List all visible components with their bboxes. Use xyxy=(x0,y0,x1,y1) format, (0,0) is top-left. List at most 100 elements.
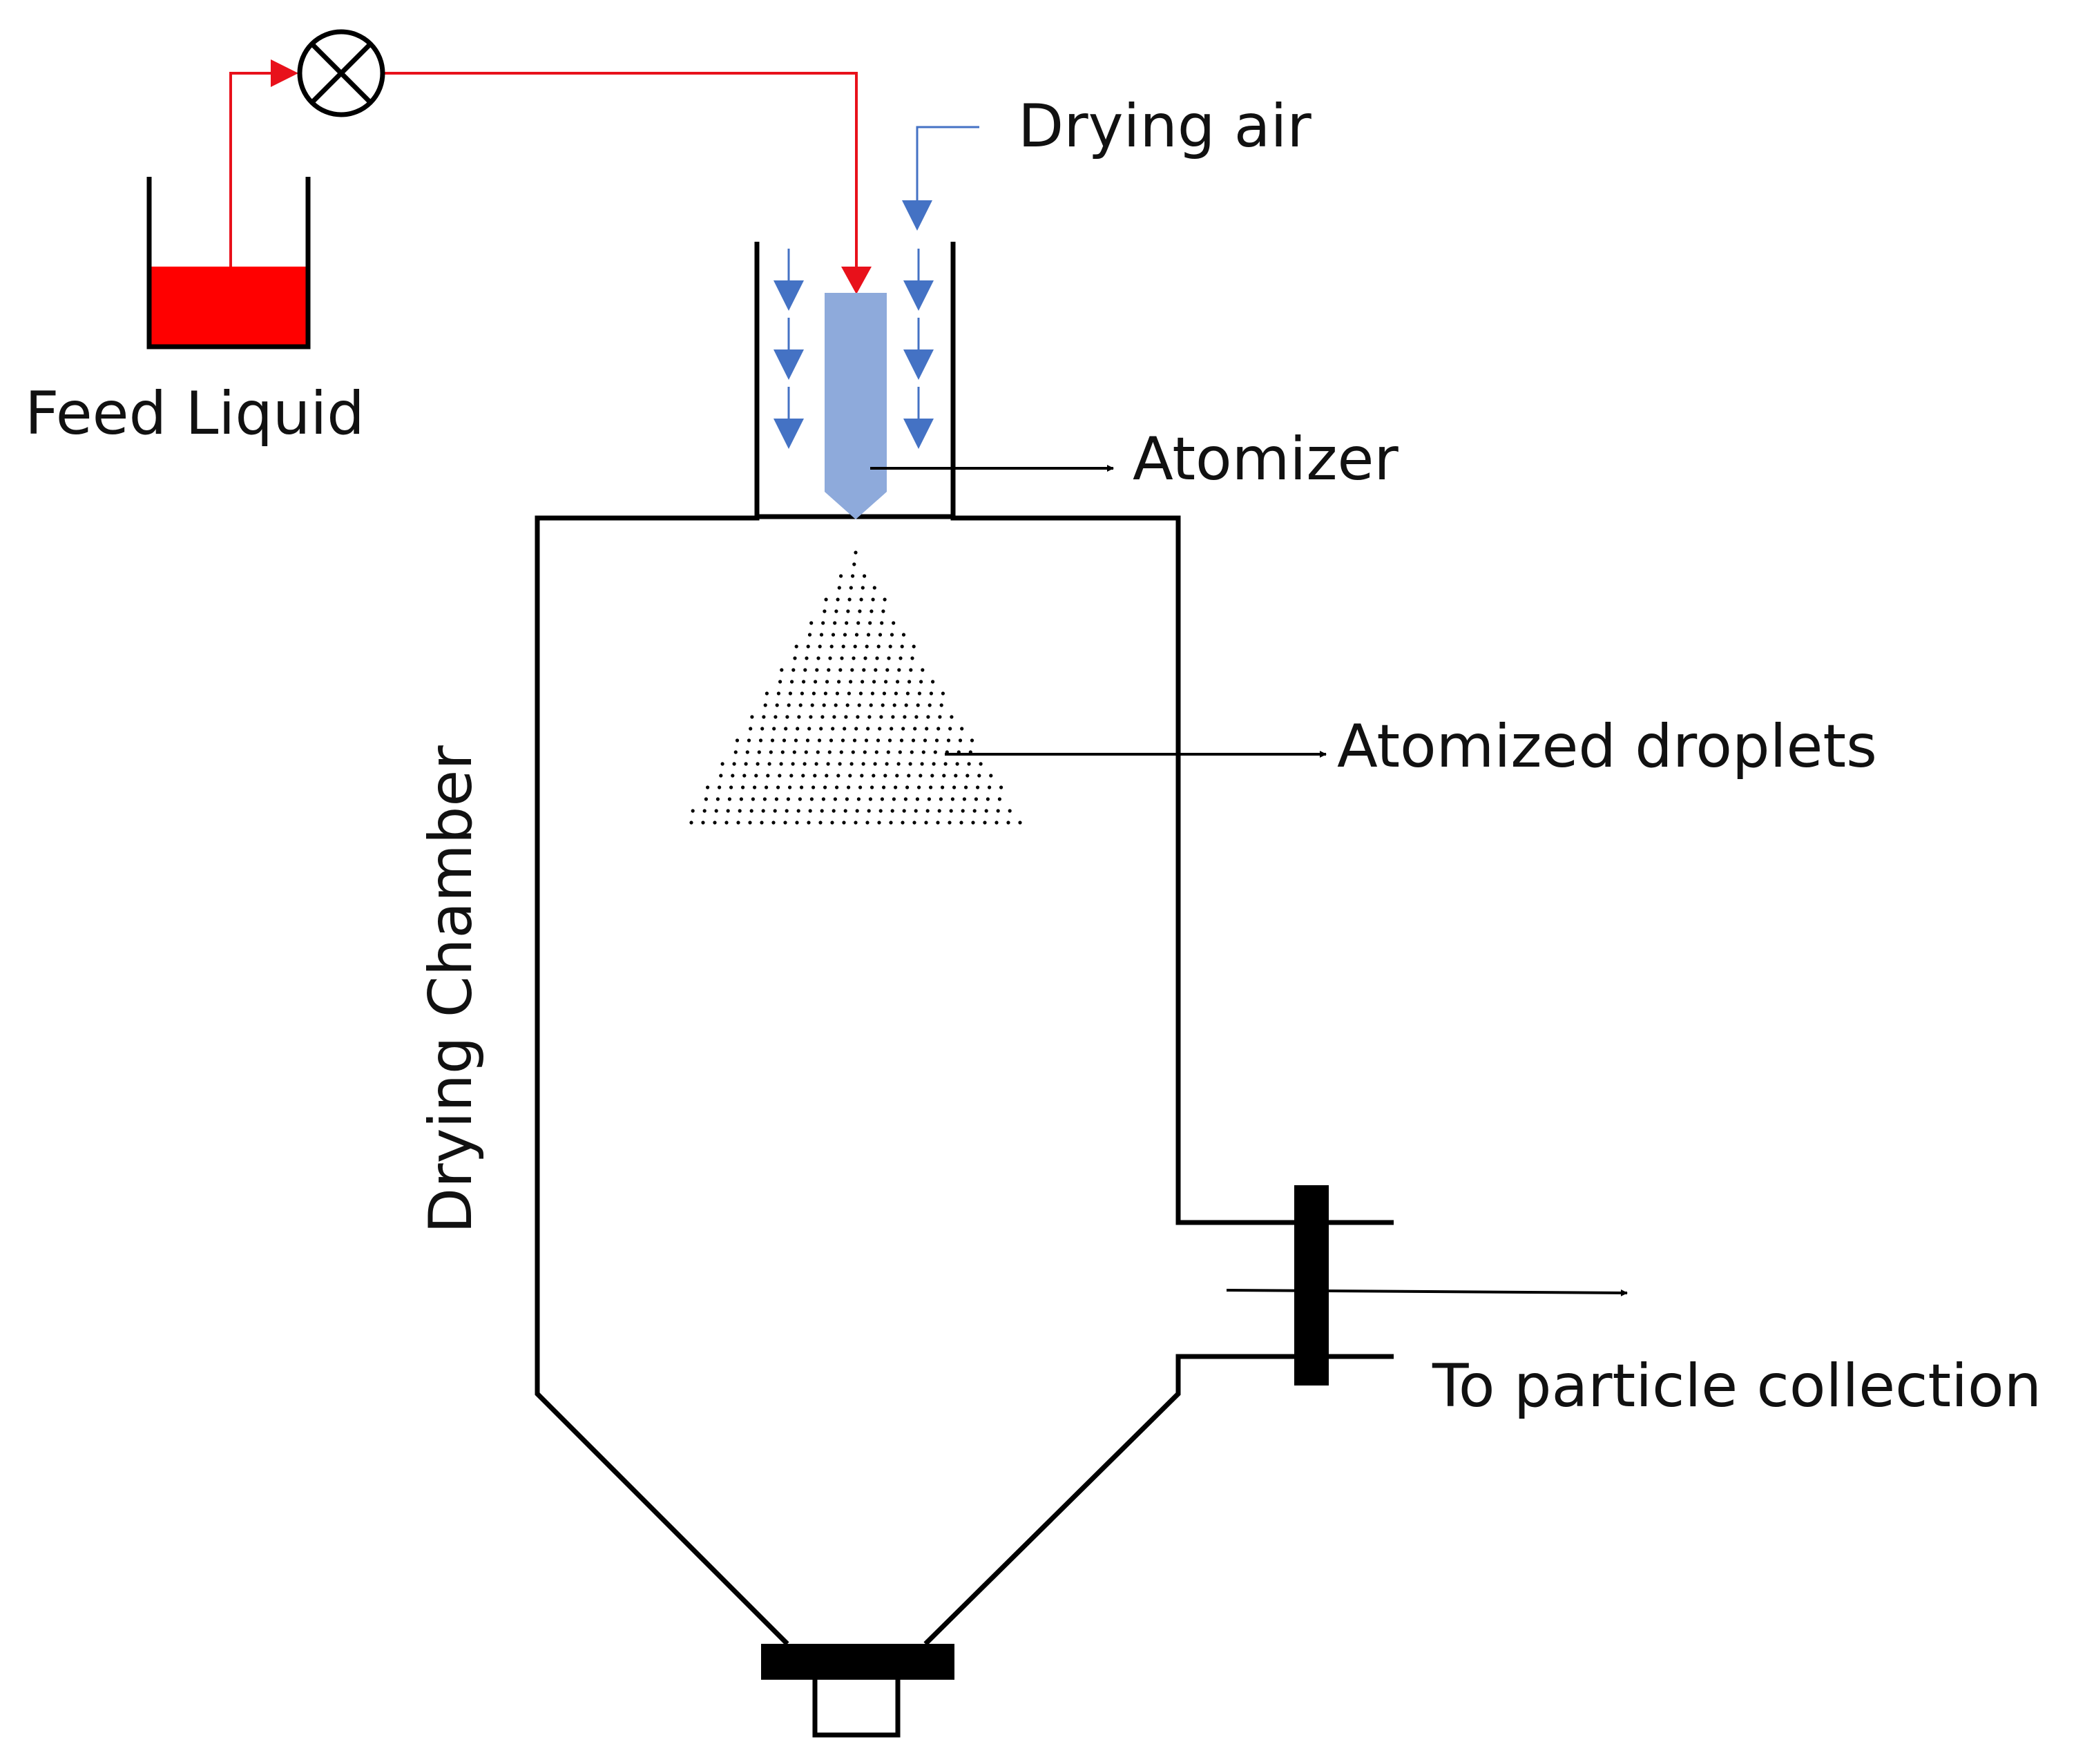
spray-droplet xyxy=(860,774,864,778)
spray-droplet xyxy=(905,691,910,696)
spray-droplet xyxy=(1006,821,1010,825)
spray-droplet xyxy=(858,691,863,696)
spray-droplet xyxy=(822,703,826,707)
spray-droplet xyxy=(903,715,907,719)
spray-droplet xyxy=(834,703,838,707)
spray-droplet xyxy=(739,797,743,801)
spray-droplet xyxy=(814,762,818,766)
particle-collection-label: To particle collection xyxy=(1432,1352,2041,1421)
spray-droplet xyxy=(914,715,919,719)
spray-droplet xyxy=(867,809,871,813)
spray-droplet xyxy=(865,821,869,825)
feed-line-to-pump xyxy=(229,72,283,267)
spray-droplet xyxy=(854,727,858,731)
drying-air-inlet-head xyxy=(902,200,932,231)
spray-droplet xyxy=(866,633,871,637)
spray-droplet xyxy=(744,762,748,766)
spray-droplet xyxy=(954,774,958,778)
spray-droplet xyxy=(795,821,799,825)
spray-droplet xyxy=(856,797,861,801)
spray-droplet xyxy=(896,762,901,766)
spray-droplet xyxy=(788,785,792,789)
spray-droplet xyxy=(876,738,881,742)
spray-droplet xyxy=(828,656,832,660)
spray-droplet xyxy=(807,633,812,637)
spray-droplet xyxy=(775,703,779,707)
spray-droplet xyxy=(921,750,925,754)
spray-droplet xyxy=(942,774,946,778)
spray-droplet xyxy=(950,715,954,719)
spray-droplet xyxy=(850,668,854,672)
feed-liquid-label: Feed Liquid xyxy=(25,379,365,448)
spray-droplet xyxy=(733,750,738,754)
spray-droplet xyxy=(883,774,887,778)
spray-droplet xyxy=(892,797,896,801)
spray-droplet xyxy=(847,597,852,602)
spray-droplet xyxy=(845,797,849,801)
spray-droplet xyxy=(873,762,877,766)
spray-droplet xyxy=(758,738,763,742)
spray-droplet xyxy=(827,750,832,754)
spray-droplet xyxy=(997,797,1001,801)
spray-droplet xyxy=(995,821,999,825)
spray-droplet xyxy=(930,774,934,778)
spray-droplet xyxy=(983,821,987,825)
spray-droplet xyxy=(785,715,789,719)
spray-droplet xyxy=(830,821,834,825)
spray-droplet xyxy=(701,821,705,825)
drying-air-arrow-head xyxy=(903,349,934,380)
spray-droplet xyxy=(800,691,804,696)
spray-droplet xyxy=(952,785,957,789)
spray-droplet xyxy=(791,668,796,672)
spray-droplet xyxy=(959,821,963,825)
spray-droplet xyxy=(884,680,888,684)
spray-droplet xyxy=(876,644,881,649)
spray-droplet xyxy=(785,809,789,813)
spray-droplet xyxy=(840,656,844,660)
spray-droplet xyxy=(849,586,853,590)
spray-droplet xyxy=(798,797,802,801)
spray-droplet xyxy=(831,727,835,731)
spray-droplet xyxy=(892,621,896,625)
spray-droplet xyxy=(984,809,988,813)
spray-droplet xyxy=(872,586,876,590)
spray-droplet xyxy=(820,809,824,813)
spray-droplet xyxy=(852,738,857,742)
spray-droplet xyxy=(874,668,878,672)
spray-droplet xyxy=(837,680,841,684)
spray-droplet xyxy=(794,644,798,649)
spray-droplet xyxy=(999,785,1003,789)
spray-droplet xyxy=(897,668,901,672)
spray-droplet xyxy=(943,762,948,766)
spray-droplet xyxy=(797,715,801,719)
spray-droplet xyxy=(772,727,776,731)
spray-droplet xyxy=(704,797,708,801)
spray-droplet xyxy=(805,656,809,660)
spray-droplet xyxy=(807,821,811,825)
spray-droplet xyxy=(853,644,857,649)
spray-droplet xyxy=(823,785,827,789)
spray-droplet xyxy=(763,703,767,707)
spray-droplet xyxy=(881,609,885,613)
spray-droplet xyxy=(872,774,876,778)
spray-droplet xyxy=(780,668,784,672)
spray-droplet xyxy=(809,715,813,719)
spray-droplet xyxy=(774,715,778,719)
spray-droplet xyxy=(890,809,894,813)
spray-droplet xyxy=(861,586,865,590)
spray-droplet xyxy=(762,797,767,801)
spray-droplet xyxy=(885,762,889,766)
spray-droplet xyxy=(929,691,933,696)
spray-droplet xyxy=(908,762,912,766)
spray-droplet xyxy=(936,821,940,825)
spray-droplet xyxy=(929,785,933,789)
spray-droplet xyxy=(790,680,794,684)
spray-droplet xyxy=(864,738,869,742)
spray-droplet xyxy=(832,715,836,719)
spray-droplet xyxy=(971,821,975,825)
spray-droplet xyxy=(851,750,855,754)
drying-air-label: Drying air xyxy=(1018,92,1311,161)
spray-droplet xyxy=(866,727,870,731)
spray-droplet xyxy=(854,550,858,555)
spray-droplet xyxy=(753,785,757,789)
